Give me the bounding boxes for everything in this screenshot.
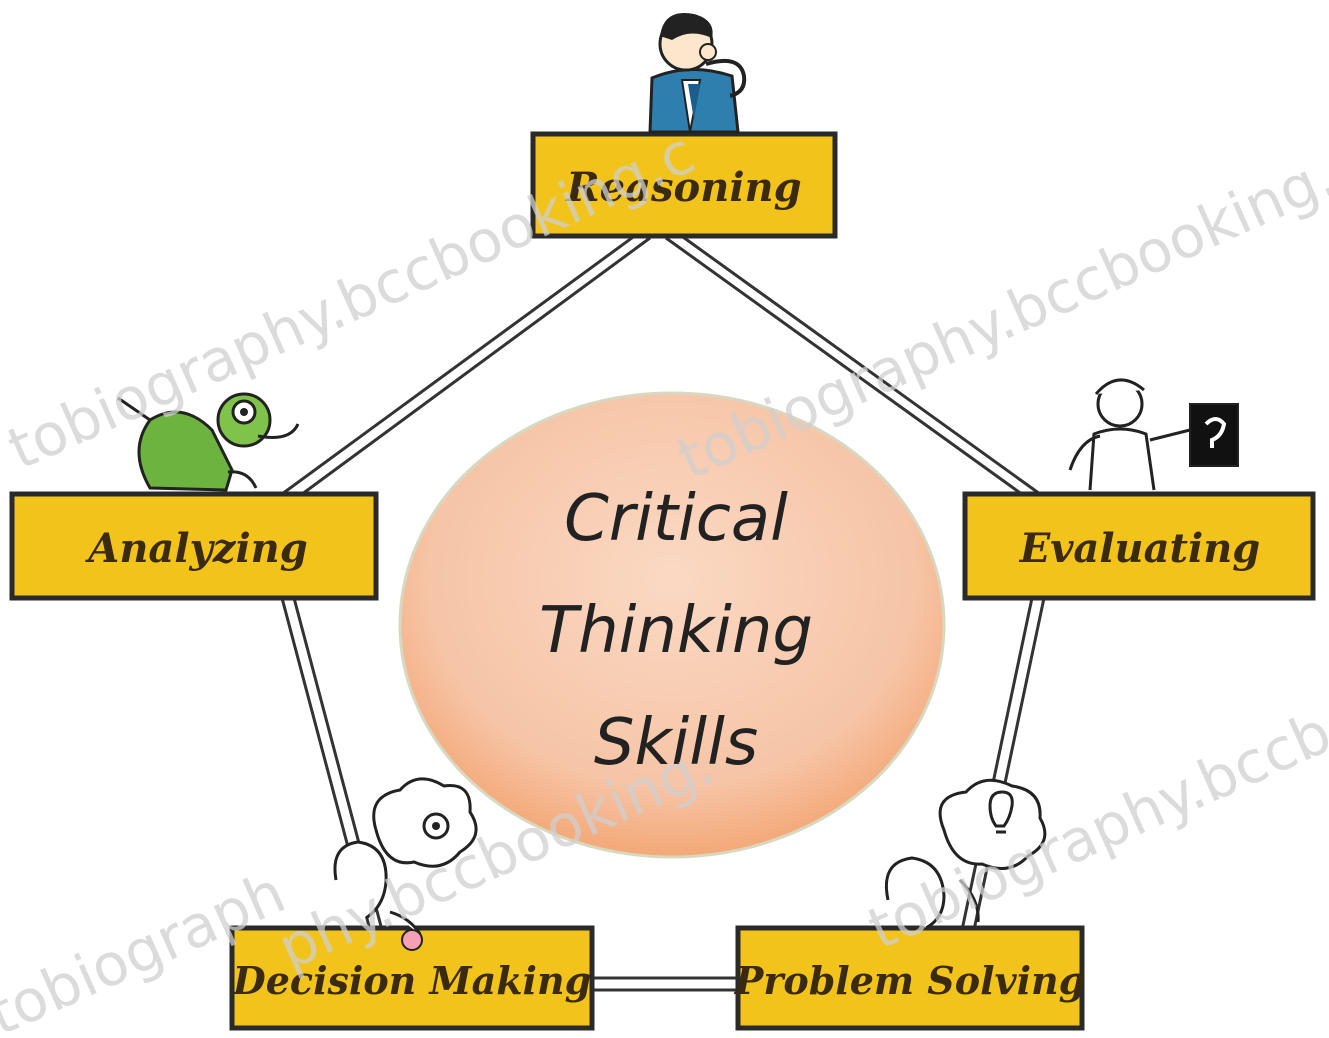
skill-label-evaluating: Evaluating [1019, 525, 1261, 572]
skill-box-evaluating: Evaluating [962, 491, 1316, 601]
idea-bulb-icon [885, 778, 1047, 930]
skill-box-problem-solving: Problem Solving [734, 925, 1086, 1031]
connector-lines [280, 230, 1046, 992]
skill-label-analyzing: Analyzing [84, 525, 307, 572]
connector-evaluating-problem [960, 597, 1046, 931]
skill-label-problem-solving: Problem Solving [734, 958, 1086, 1003]
center-title-line-2: Thinking [539, 594, 813, 668]
skill-label-reasoning: Reasoning [565, 164, 801, 211]
center-circle [398, 391, 946, 859]
thinking-bubble-icon [333, 777, 478, 951]
connector-decision-problem [592, 976, 740, 992]
thinking-man-icon [648, 12, 747, 134]
center-title-line-3: Skills [594, 706, 758, 780]
skill-box-analyzing: Analyzing [9, 491, 379, 601]
connector-reasoning-analyzing [281, 230, 651, 502]
magnifier-creature-icon [117, 392, 300, 492]
center-title-line-1: Critical [564, 482, 788, 556]
skill-box-reasoning: Reasoning [530, 131, 838, 239]
inspector-icon [1068, 378, 1239, 491]
connector-reasoning-evaluating [665, 230, 1041, 502]
skill-label-decision-making: Decision Making [232, 958, 591, 1003]
